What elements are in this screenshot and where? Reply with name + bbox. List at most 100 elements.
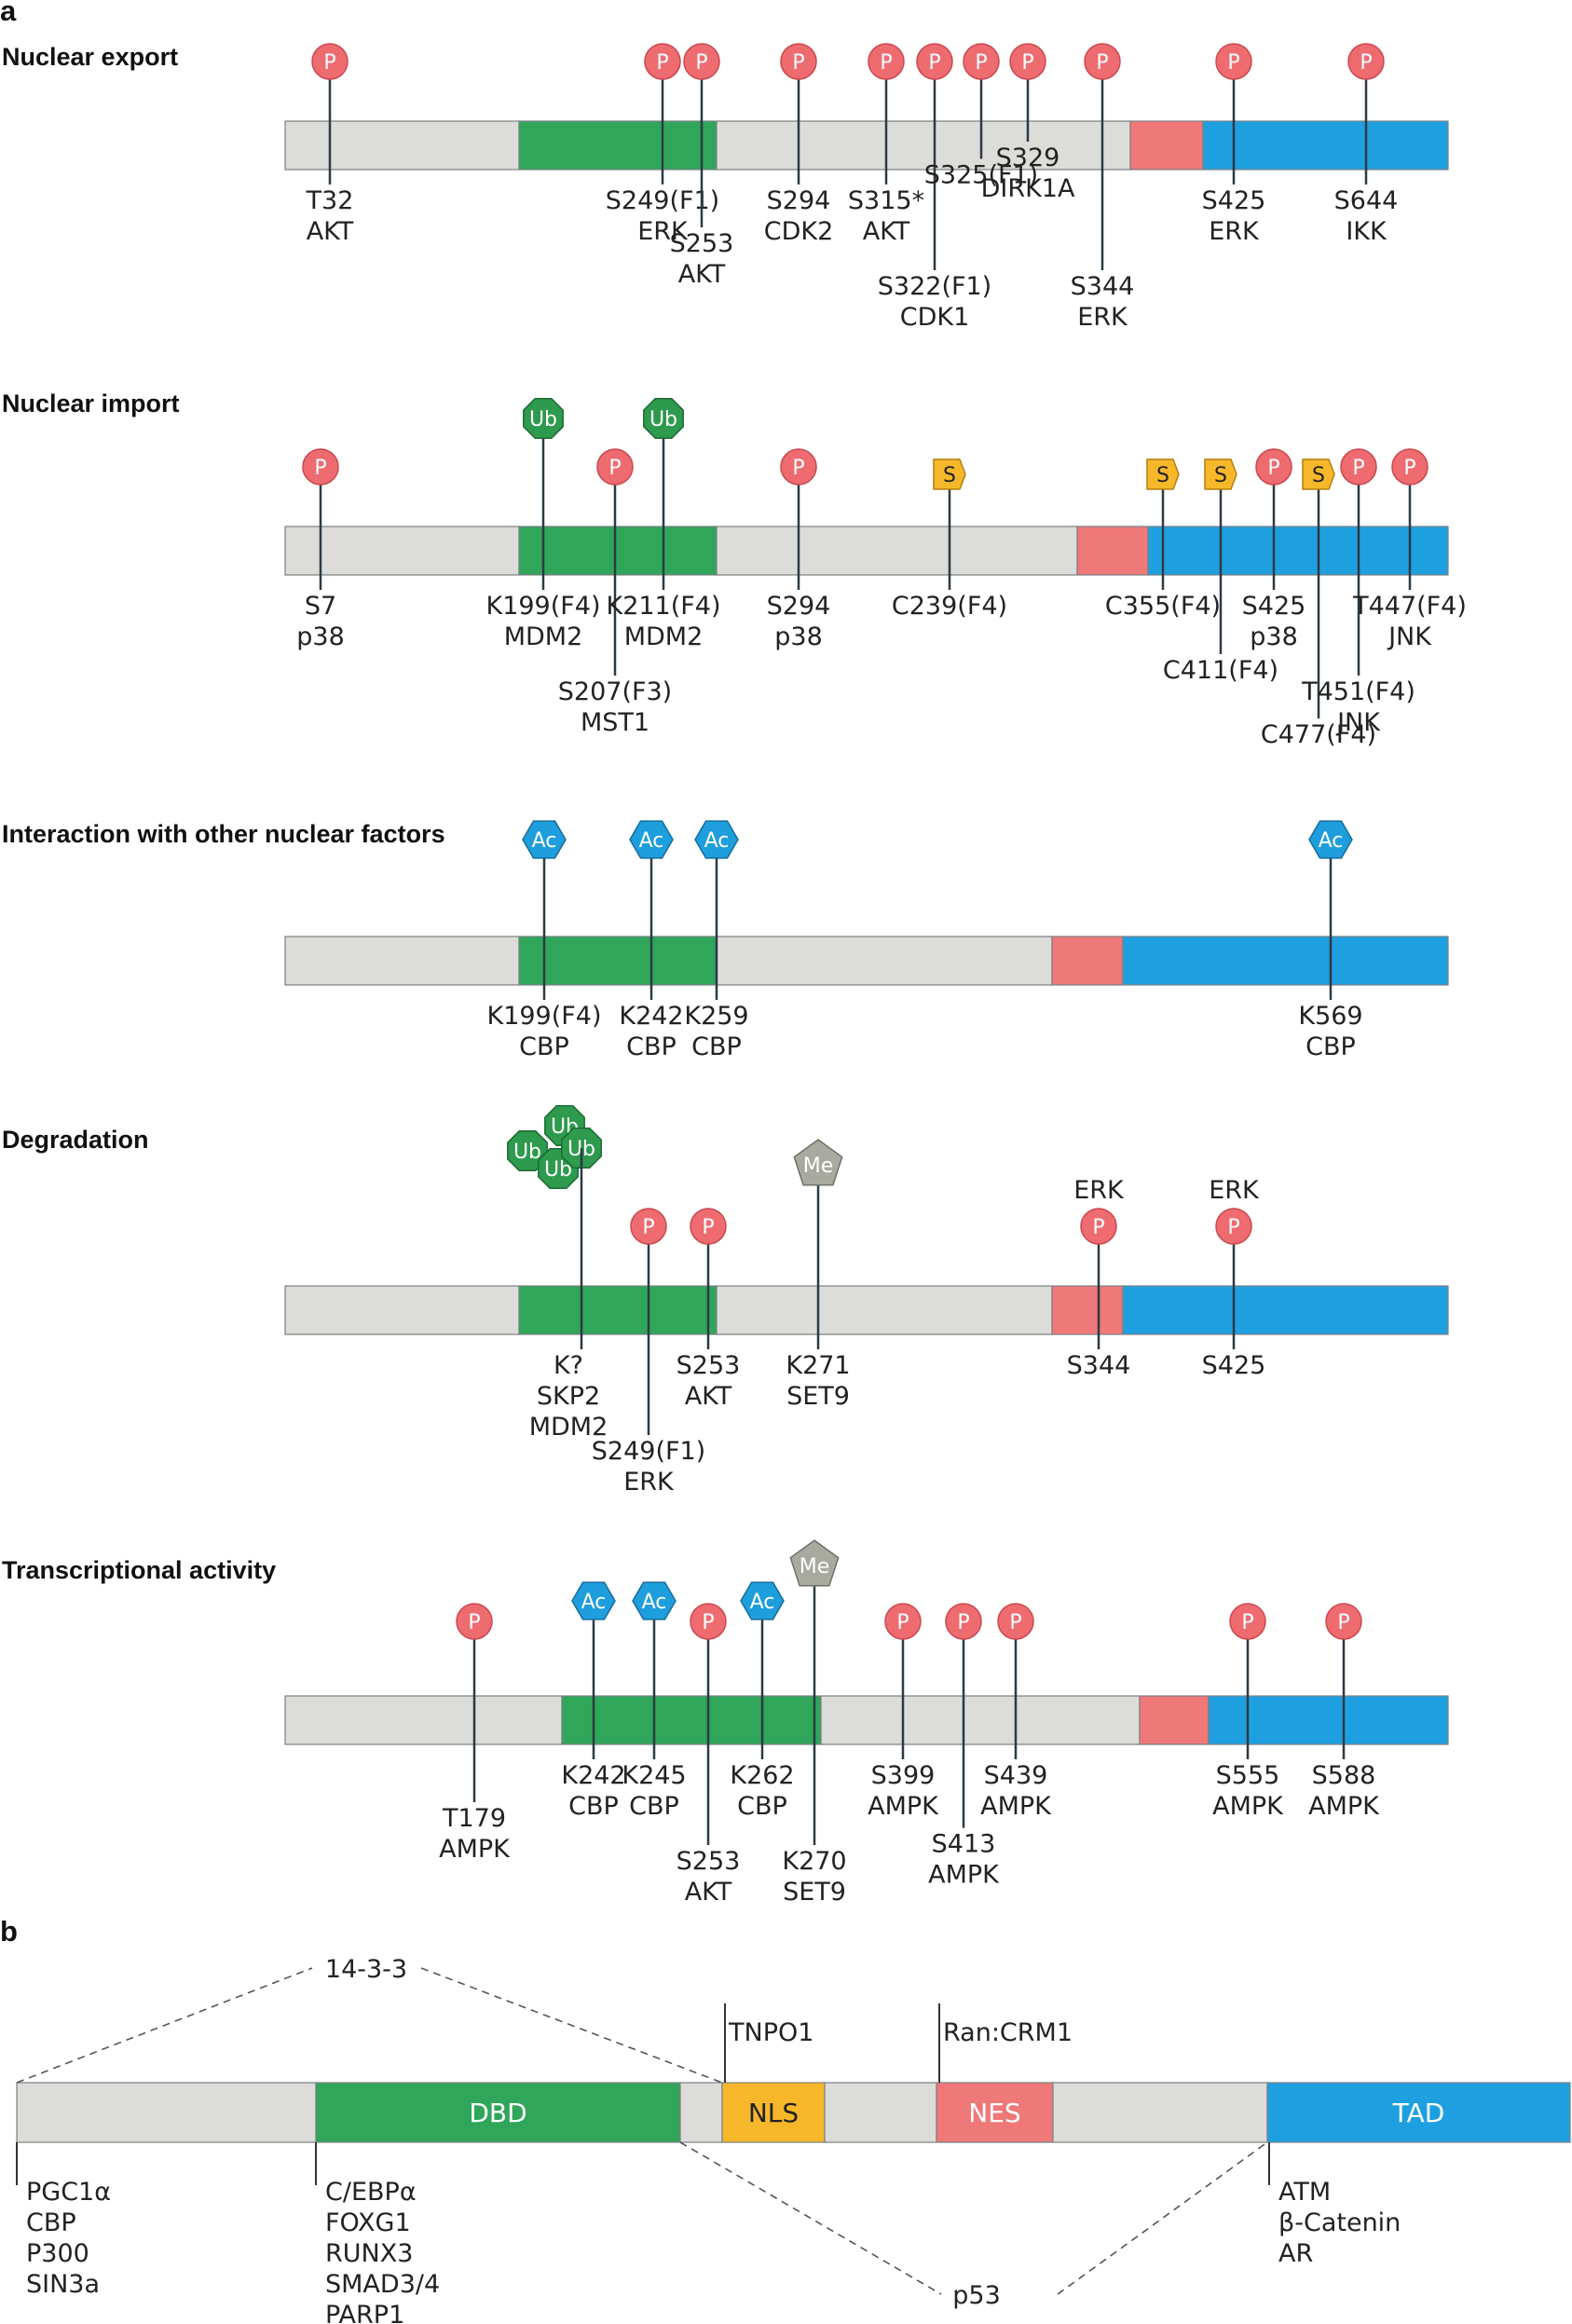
bar-segment-red [1051,1285,1124,1335]
partner-dbd: FOXG1 [325,2208,411,2237]
marker-label: Ac [581,1591,607,1614]
bracket-14-3-3-right [420,1967,723,2084]
marker-label: Ac [532,829,557,853]
domain-label: DBD [469,2098,526,2128]
section-title: Interaction with other nuclear factors [2,820,445,848]
marker-label: P [468,1611,480,1634]
partner-14-3-3: 14-3-3 [325,1955,407,1984]
marker-label: Ac [704,829,730,853]
residue-label: T179 [442,1804,506,1833]
marker-label: S [1312,464,1325,487]
bar-segment-green [518,1285,718,1335]
section-transcriptional-activity: Transcriptional activityPT179AMPKAcK242C… [2,1539,1449,1907]
partner-dbd: PARP1 [325,2301,404,2324]
marker-label: P [1009,1611,1021,1634]
phospho-marker [311,43,349,80]
marker-label: Ub [513,1141,541,1164]
phospho-marker [456,1603,493,1640]
bar-segment-grey [284,1285,520,1335]
phospho-marker [1255,448,1292,485]
marker-label: P [608,457,621,480]
marker-label: P [656,51,668,75]
phospho-marker [780,448,817,485]
marker-label: P [1352,457,1364,480]
marker-label: P [1337,1611,1349,1634]
phospho-marker [1215,1208,1252,1245]
marker-label: P [1227,51,1239,75]
section-title: Nuclear export [2,43,178,71]
section-nuclear-import: Nuclear importPS7p38UbK199(F4)MDM2PS207(… [2,390,1467,749]
marker-label: S [943,464,956,487]
marker-label: P [1403,457,1415,480]
bar-segment-grey [284,936,520,986]
enzyme-label: p38 [774,622,823,651]
enzyme-label: AMPK [928,1861,1000,1890]
residue-label: K569 [1298,1002,1362,1031]
bar-segment-red [1051,936,1124,986]
residue-label: T447(F4) [1352,592,1467,621]
residue-label: K270 [782,1847,846,1876]
marker-label: P [1092,1216,1104,1239]
enzyme-label: CBP [1305,1032,1356,1061]
domain-nls [721,2082,826,2143]
domain-linker-2 [679,2082,723,2143]
phospho-marker [1215,43,1252,80]
acetyl-marker [522,820,567,859]
bar-segment-blue [1122,1285,1449,1335]
enzyme-label: AMPK [980,1792,1052,1821]
residue-label: S253 [677,1847,741,1876]
methyl-marker [789,1539,840,1587]
partner-tad: AR [1278,2239,1313,2268]
partner-tad: ATM [1278,2178,1331,2207]
marker-label: P [1227,1216,1239,1239]
residue-label: S322(F1) [878,272,991,301]
residue-label: S413 [932,1830,996,1859]
marker-label: P [957,1611,969,1634]
phospho-marker [916,43,953,80]
phospho-marker [302,448,339,485]
marker-label: Me [803,1155,834,1178]
enzyme-label: SET9 [786,1382,850,1411]
enzyme-label: AMPK [1212,1792,1284,1821]
enzyme-label: AMPK [1308,1792,1380,1821]
domain-label: NLS [748,2098,799,2128]
phospho-marker [1347,43,1385,80]
partner-left: SIN3a [26,2270,100,2299]
phospho-marker [1391,448,1428,485]
bar-segment-green [518,936,718,986]
enzyme-label: CBP [519,1032,569,1061]
marker-label: P [1267,457,1279,480]
enzyme-label: MDM2 [529,1413,608,1442]
residue-label: K199(F4) [486,1002,601,1031]
enzyme-label: p38 [1250,622,1298,651]
ubiquitin-marker [643,398,684,439]
enzyme-label: ERK [1077,303,1128,332]
bar-segment-grey [284,1695,563,1745]
phospho-marker [868,43,905,80]
phospho-marker [780,43,817,80]
bar-segment-red [1076,526,1149,576]
section-degradation: DegradationPS249(F1)ERKPS253AKTMeK271SET… [2,1105,1449,1497]
residue-label: K259 [684,1002,748,1031]
residue-label: T451(F4) [1301,677,1415,706]
residue-label: S555 [1216,1761,1280,1790]
partner-tad: β-Catenin [1278,2208,1401,2237]
marker-label: Me [800,1555,830,1579]
bar-segment-grey [284,526,520,576]
enzyme-label: CDK2 [764,217,834,246]
residue-label: S425 [1202,1351,1266,1380]
residue-label: S207(F3) [558,677,672,706]
section-title: Degradation [2,1126,149,1154]
acetyl-marker [632,1581,677,1620]
residue-label: K? [554,1351,583,1380]
residue-label: K242 [619,1002,683,1031]
enzyme-label: p38 [296,622,345,651]
residue-label: S644 [1334,186,1399,215]
domain-dbd [315,2082,681,2143]
phospho-marker [644,43,681,80]
bar-segment-green [561,1695,822,1745]
marker-label: Ac [639,829,664,853]
partner-left: P300 [26,2239,89,2268]
section-interaction-with-other-nuclear-factors: Interaction with other nuclear factors Ac… [2,820,1449,1061]
